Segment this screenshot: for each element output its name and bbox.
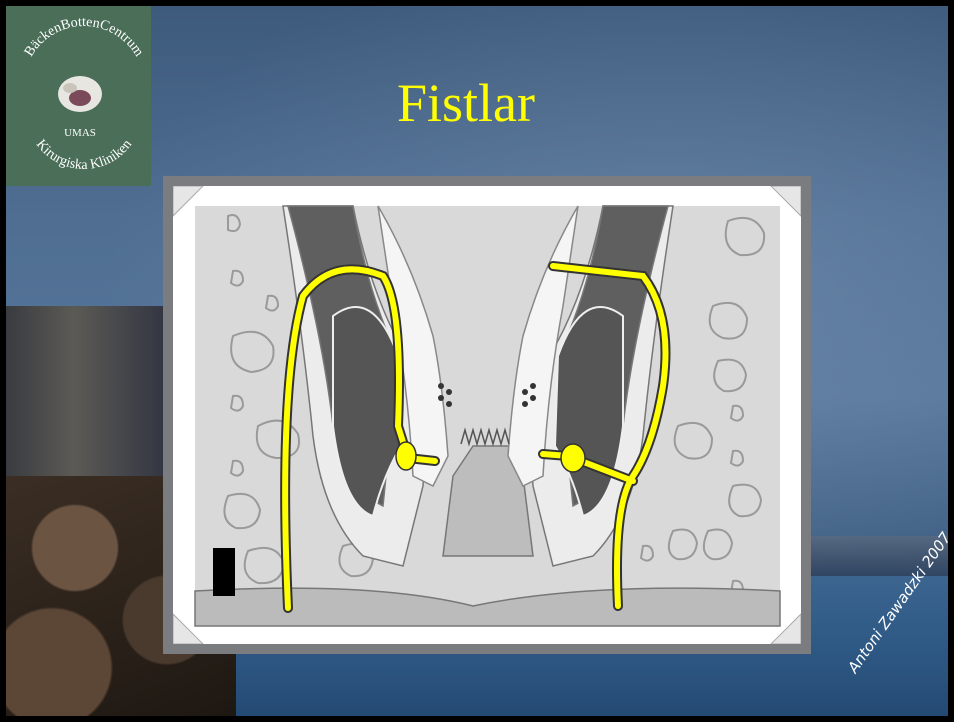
clinic-logo: BäckenBottenCentrum UMAS Kirurgiska Klin… (6, 6, 151, 186)
abscess-left (396, 442, 416, 470)
logo-top-text: BäckenBottenCentrum (22, 15, 146, 59)
slide-title: Fistlar (336, 72, 596, 134)
fistula-illustration (173, 186, 801, 644)
logo-middle-text: UMAS (64, 127, 96, 139)
illustration-frame (163, 176, 811, 654)
scale-marker (213, 548, 235, 596)
abscess-right (561, 444, 585, 472)
slide: BäckenBottenCentrum UMAS Kirurgiska Klin… (6, 6, 948, 716)
pelvis-emblem (58, 76, 102, 112)
logo-bottom-text: Kirurgiska Kliniken (33, 137, 135, 173)
